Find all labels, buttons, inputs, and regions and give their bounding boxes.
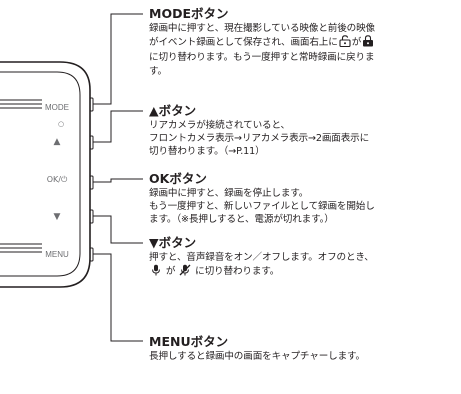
mode-button-title: MODEボタン <box>149 6 229 21</box>
up-button-description: リアカメラが接続されていると、 フロントカメラ表示→リアカメラ表示→2画面表示に… <box>149 120 370 158</box>
leader-lines <box>93 13 143 342</box>
menu-button-title: MENUボタン <box>149 334 229 349</box>
up-button-label: ▲ <box>54 137 61 147</box>
down-button-title: ▼ボタン <box>149 235 197 250</box>
menu-button-label: MENU <box>45 250 69 259</box>
down-button-description: 押すと、音声録音をオン／オフします。オフのとき、 が に切り替わります。 <box>149 251 461 280</box>
mode-button-description: 録画中に押すと、現在撮影している映像と前後の映像 がイベント録画として保存され、… <box>149 23 375 77</box>
menu-button-callout: MENUボタン 長押しすると録画中の画面をキャプチャーします。 <box>149 334 461 363</box>
menu-button-description: 長押しすると録画中の画面をキャプチャーします。 <box>149 351 365 362</box>
ok-button-description: 録画中に押すと、録画を停止します。 もう一度押すと、新しいファイルとして録画を開… <box>149 188 375 226</box>
down-button-callout: ▼ボタン 押すと、音声録音をオン／オフします。オフのとき、 が に切り替わります… <box>149 235 461 280</box>
ok-button-callout: OKボタン 録画中に押すと、録画を停止します。 もう一度押すと、新しいファイルと… <box>149 171 461 227</box>
microphone-muted-icon <box>179 264 191 280</box>
up-button-title: ▲ボタン <box>149 103 197 118</box>
ok-button-title: OKボタン <box>149 171 207 186</box>
lock-closed-icon <box>362 35 374 51</box>
down-button-label: ▼ <box>54 212 61 222</box>
mode-button-callout: MODEボタン 録画中に押すと、現在撮影している映像と前後の映像 がイベント録画… <box>149 6 461 78</box>
indicator-light: ○ <box>58 120 64 128</box>
device-body <box>0 61 91 288</box>
microphone-icon <box>150 264 162 280</box>
up-button-callout: ▲ボタン リアカメラが接続されていると、 フロントカメラ表示→リアカメラ表示→2… <box>149 103 461 159</box>
ok-power-button-label: OK/⏻ <box>47 175 68 184</box>
mode-button-label: MODE <box>45 103 69 112</box>
lock-open-icon <box>339 35 351 51</box>
